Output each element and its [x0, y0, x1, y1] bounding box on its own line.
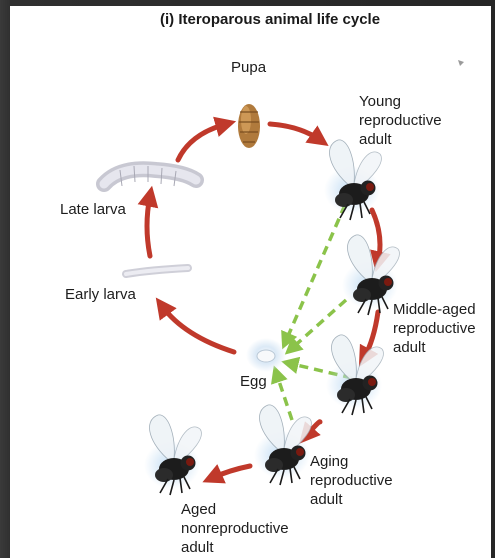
arrow-egg-to-early-larva [162, 306, 234, 352]
arrow-pupa-to-young-adult [270, 124, 320, 140]
arrow-young-to-middle-adult [372, 210, 380, 262]
late-larva-illustration [104, 166, 196, 186]
arrow-young-adult-to-egg [285, 205, 345, 343]
label-early-larva: Early larva [65, 285, 136, 304]
early-larva-illustration [126, 268, 188, 274]
aged-adult-fly [144, 415, 201, 495]
figure-title: (i) Iteroparous animal life cycle [160, 11, 380, 28]
arrow-early-larva-to-late-larva [147, 196, 150, 256]
label-middle-adult: Middle-aged reproductive adult [393, 300, 476, 357]
egg-illustration [246, 338, 286, 372]
old-adult-fly [254, 405, 311, 485]
arrow-aging-to-aged-adult-2 [212, 466, 250, 478]
label-aging-adult: Aging reproductive adult [310, 452, 393, 509]
label-egg: Egg [240, 372, 267, 391]
pupa-illustration [238, 104, 260, 148]
middle-adult-fly [342, 235, 399, 315]
label-young-adult: Young reproductive adult [359, 92, 442, 149]
arrow-late-larva-to-pupa [178, 124, 226, 160]
aging-adult-fly [326, 335, 383, 415]
label-pupa: Pupa [231, 58, 266, 77]
label-late-larva: Late larva [60, 200, 126, 219]
label-aged-adult: Aged nonreproductive adult [181, 500, 289, 557]
speck-mark [458, 60, 464, 66]
